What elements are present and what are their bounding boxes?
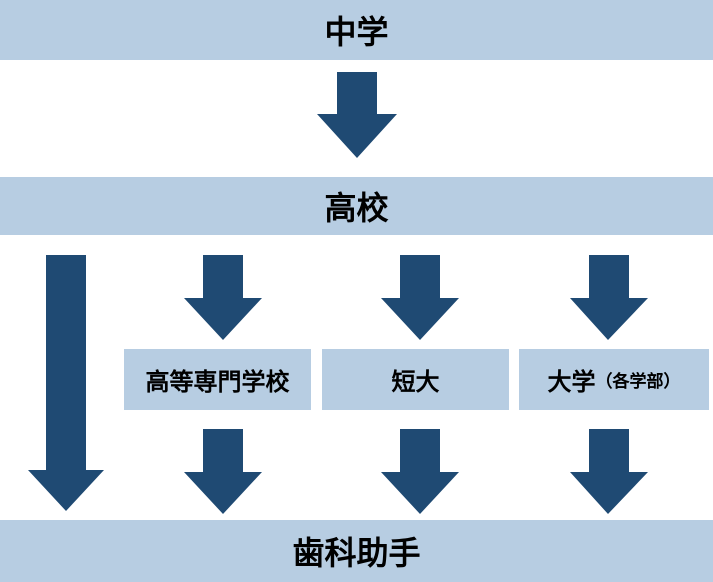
stage-junior-high-label: 中学 xyxy=(324,13,389,51)
stage-dental-assistant-label: 歯科助手 xyxy=(292,534,421,572)
arrow-high-school-to-university xyxy=(570,255,648,340)
stage-junior-college: 短大 xyxy=(322,349,509,410)
stage-university-label: 大学 xyxy=(547,368,596,396)
arrow-junior-college-to-dental-assistant xyxy=(381,429,459,514)
stage-junior-high: 中学 xyxy=(0,0,713,60)
arrow-junior-high-to-high-school xyxy=(317,72,397,158)
stage-vocational-label: 高等専門学校 xyxy=(145,368,290,396)
arrow-high-school-to-vocational xyxy=(184,255,262,340)
arrow-university-to-dental-assistant xyxy=(570,429,648,514)
stage-junior-college-label: 短大 xyxy=(391,368,440,396)
stage-dental-assistant: 歯科助手 xyxy=(0,520,713,582)
stage-university: 大学（各学部） xyxy=(519,349,709,410)
arrow-vocational-to-dental-assistant xyxy=(184,429,262,514)
stage-university-note: （各学部） xyxy=(595,372,681,392)
arrow-high-school-to-junior-college xyxy=(381,255,459,340)
arrow-high-school-to-dental-assistant xyxy=(28,255,104,511)
stage-high-school-label: 高校 xyxy=(324,189,389,227)
stage-vocational: 高等専門学校 xyxy=(124,349,311,410)
stage-high-school: 高校 xyxy=(0,177,713,235)
